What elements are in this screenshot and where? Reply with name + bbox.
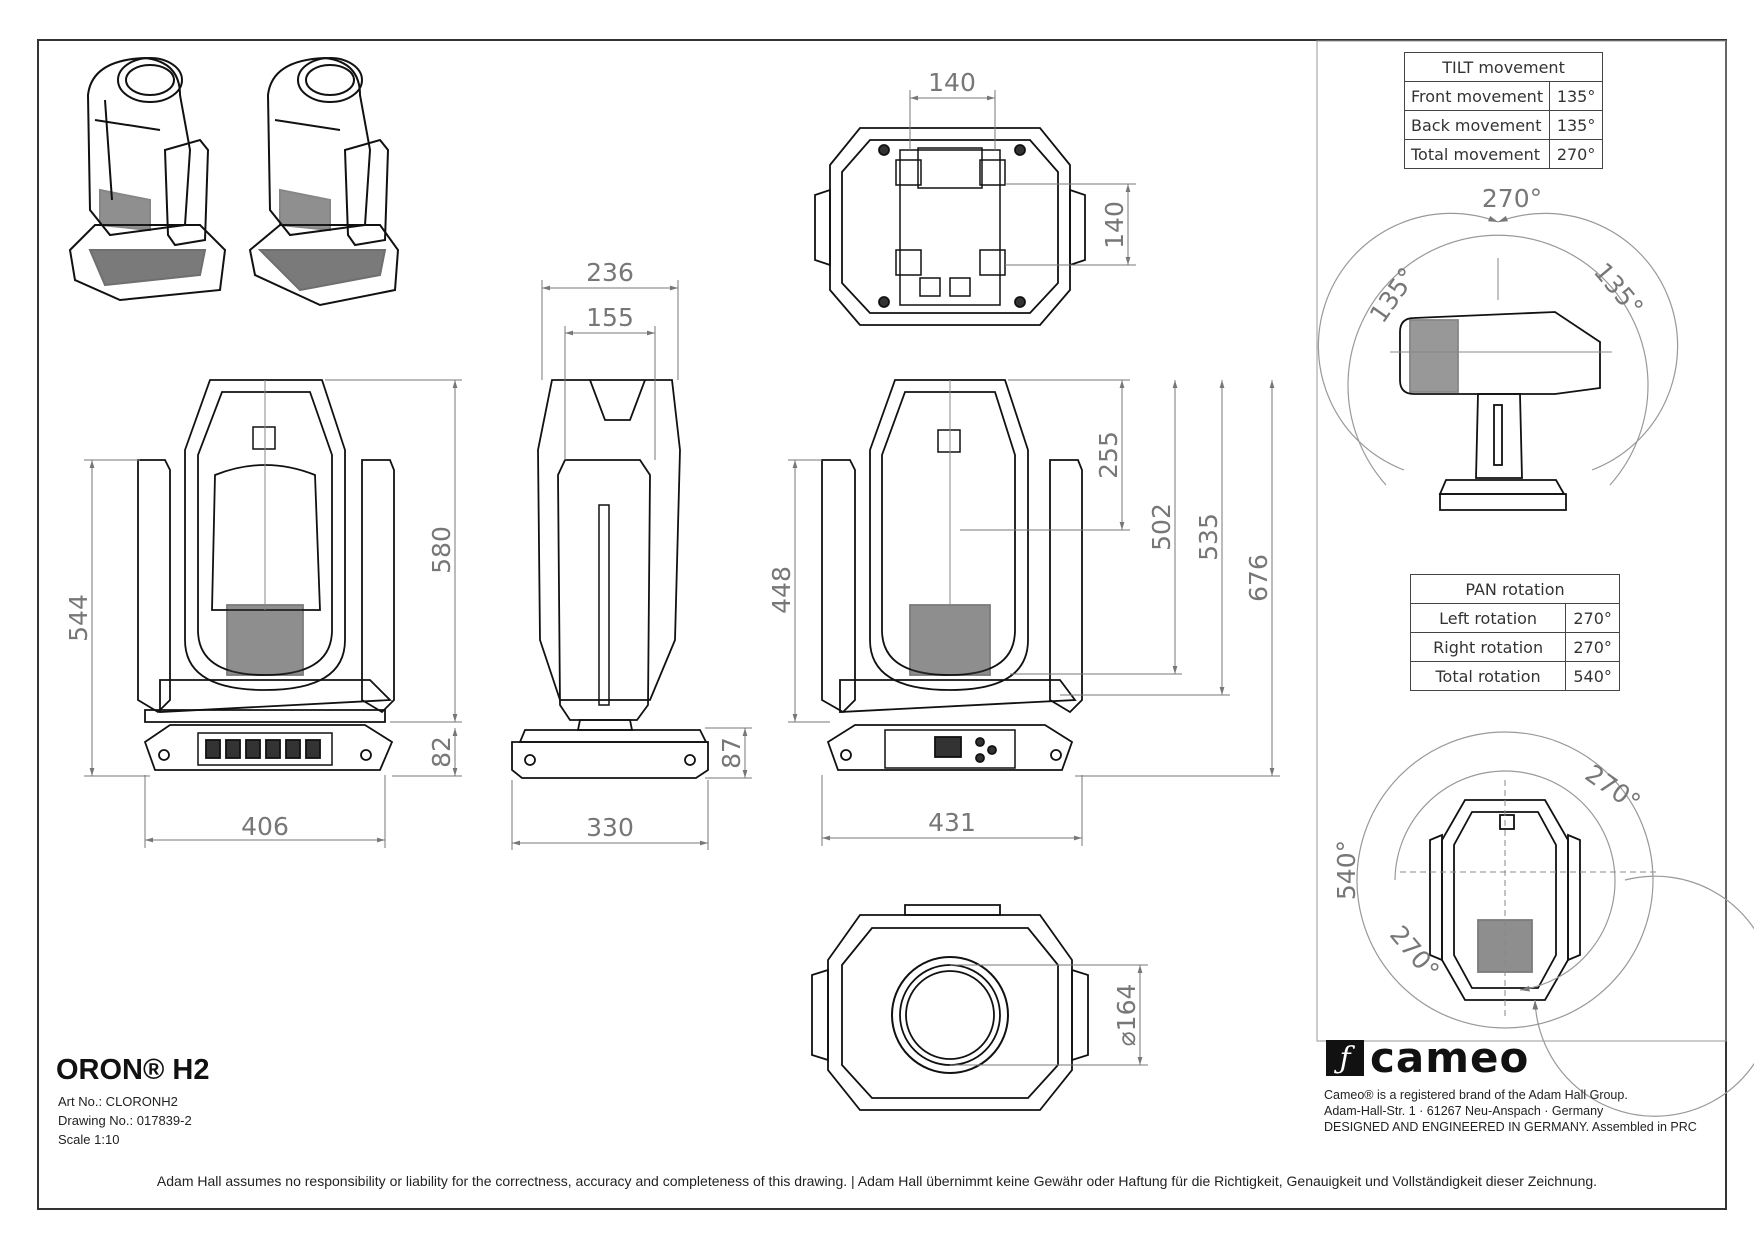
tilt-row-label: Front movement (1403, 81, 1551, 111)
pan-left-label: 270° (1384, 920, 1445, 985)
dim-544: 544 (64, 594, 93, 642)
pan-diagram (1400, 780, 1660, 1020)
side-view (511, 379, 709, 779)
rotation-panel-border (1316, 40, 1727, 1042)
pan-row-label: Left rotation (1409, 603, 1567, 633)
brand-line-3: DESIGNED AND ENGINEERED IN GERMANY. Asse… (1324, 1120, 1697, 1134)
iso-view-1 (68, 56, 227, 302)
drawing-number: Drawing No.: 017839-2 (58, 1113, 192, 1128)
dim-164-diameter: ⌀164 (1112, 984, 1141, 1047)
dim-330: 330 (586, 813, 634, 842)
dim-255: 255 (1094, 431, 1123, 479)
dim-448: 448 (767, 566, 796, 614)
pan-row-value: 270° (1565, 632, 1620, 662)
cameo-wordmark: cameo (1370, 1033, 1530, 1082)
dim-140-horizontal: 140 (928, 68, 976, 97)
dimension-lines (84, 90, 1280, 1066)
dim-676: 676 (1244, 554, 1273, 602)
dim-87: 87 (717, 737, 746, 769)
tilt-arcs (1317, 212, 1679, 486)
pan-total-label: 540° (1332, 840, 1361, 900)
dim-431: 431 (928, 808, 976, 837)
tilt-row-value: 135° (1549, 81, 1604, 111)
dim-406: 406 (241, 812, 289, 841)
pan-row-value: 540° (1565, 661, 1620, 691)
top-view (814, 127, 1086, 326)
cameo-logo: ƒ cameo (1326, 1033, 1530, 1082)
dim-502: 502 (1147, 503, 1176, 551)
tilt-right-label: 135° (1588, 257, 1649, 322)
cameo-logo-icon: ƒ (1326, 1040, 1364, 1076)
disclaimer: Adam Hall assumes no responsibility or l… (156, 1173, 1598, 1189)
dim-580: 580 (427, 526, 456, 574)
tilt-total-label: 270° (1482, 184, 1542, 213)
tilt-row-value: 135° (1549, 110, 1604, 140)
back-view (821, 379, 1083, 771)
brand-line-1: Cameo® is a registered brand of the Adam… (1324, 1088, 1628, 1102)
pan-row-label: Right rotation (1409, 632, 1567, 662)
pan-table-header: PAN rotation (1410, 574, 1620, 604)
drawing-scale: Scale 1:10 (58, 1132, 120, 1147)
dim-155: 155 (586, 303, 634, 332)
tilt-movement-table: TILT movement Front movement 135° Back m… (1403, 52, 1604, 169)
art-number: Art No.: CLORONH2 (58, 1094, 178, 1109)
dimension-labels: 406 544 580 82 236 155 330 87 431 448 25… (64, 68, 1273, 1046)
pan-arcs (1356, 731, 1754, 1117)
product-title: ORON® H2 (56, 1054, 210, 1086)
tilt-table-header: TILT movement (1403, 52, 1604, 82)
brand-line-2: Adam-Hall-Str. 1 · 61267 Neu-Anspach · G… (1324, 1104, 1604, 1118)
pan-rotation-table: PAN rotation Left rotation 270° Right ro… (1409, 574, 1620, 691)
tilt-row-value: 270° (1549, 139, 1604, 169)
tilt-row-label: Back movement (1403, 110, 1551, 140)
tilt-diagram (1390, 258, 1612, 511)
dim-140-vertical: 140 (1100, 201, 1129, 249)
pan-row-label: Total rotation (1409, 661, 1567, 691)
lens-view (811, 904, 1089, 1111)
pan-right-label: 270° (1580, 759, 1646, 817)
dim-535: 535 (1194, 513, 1223, 561)
iso-view-2 (248, 56, 400, 307)
front-view (137, 379, 395, 771)
dim-236: 236 (586, 258, 634, 287)
dim-82: 82 (427, 736, 456, 768)
pan-row-value: 270° (1565, 603, 1620, 633)
tilt-row-label: Total movement (1403, 139, 1551, 169)
